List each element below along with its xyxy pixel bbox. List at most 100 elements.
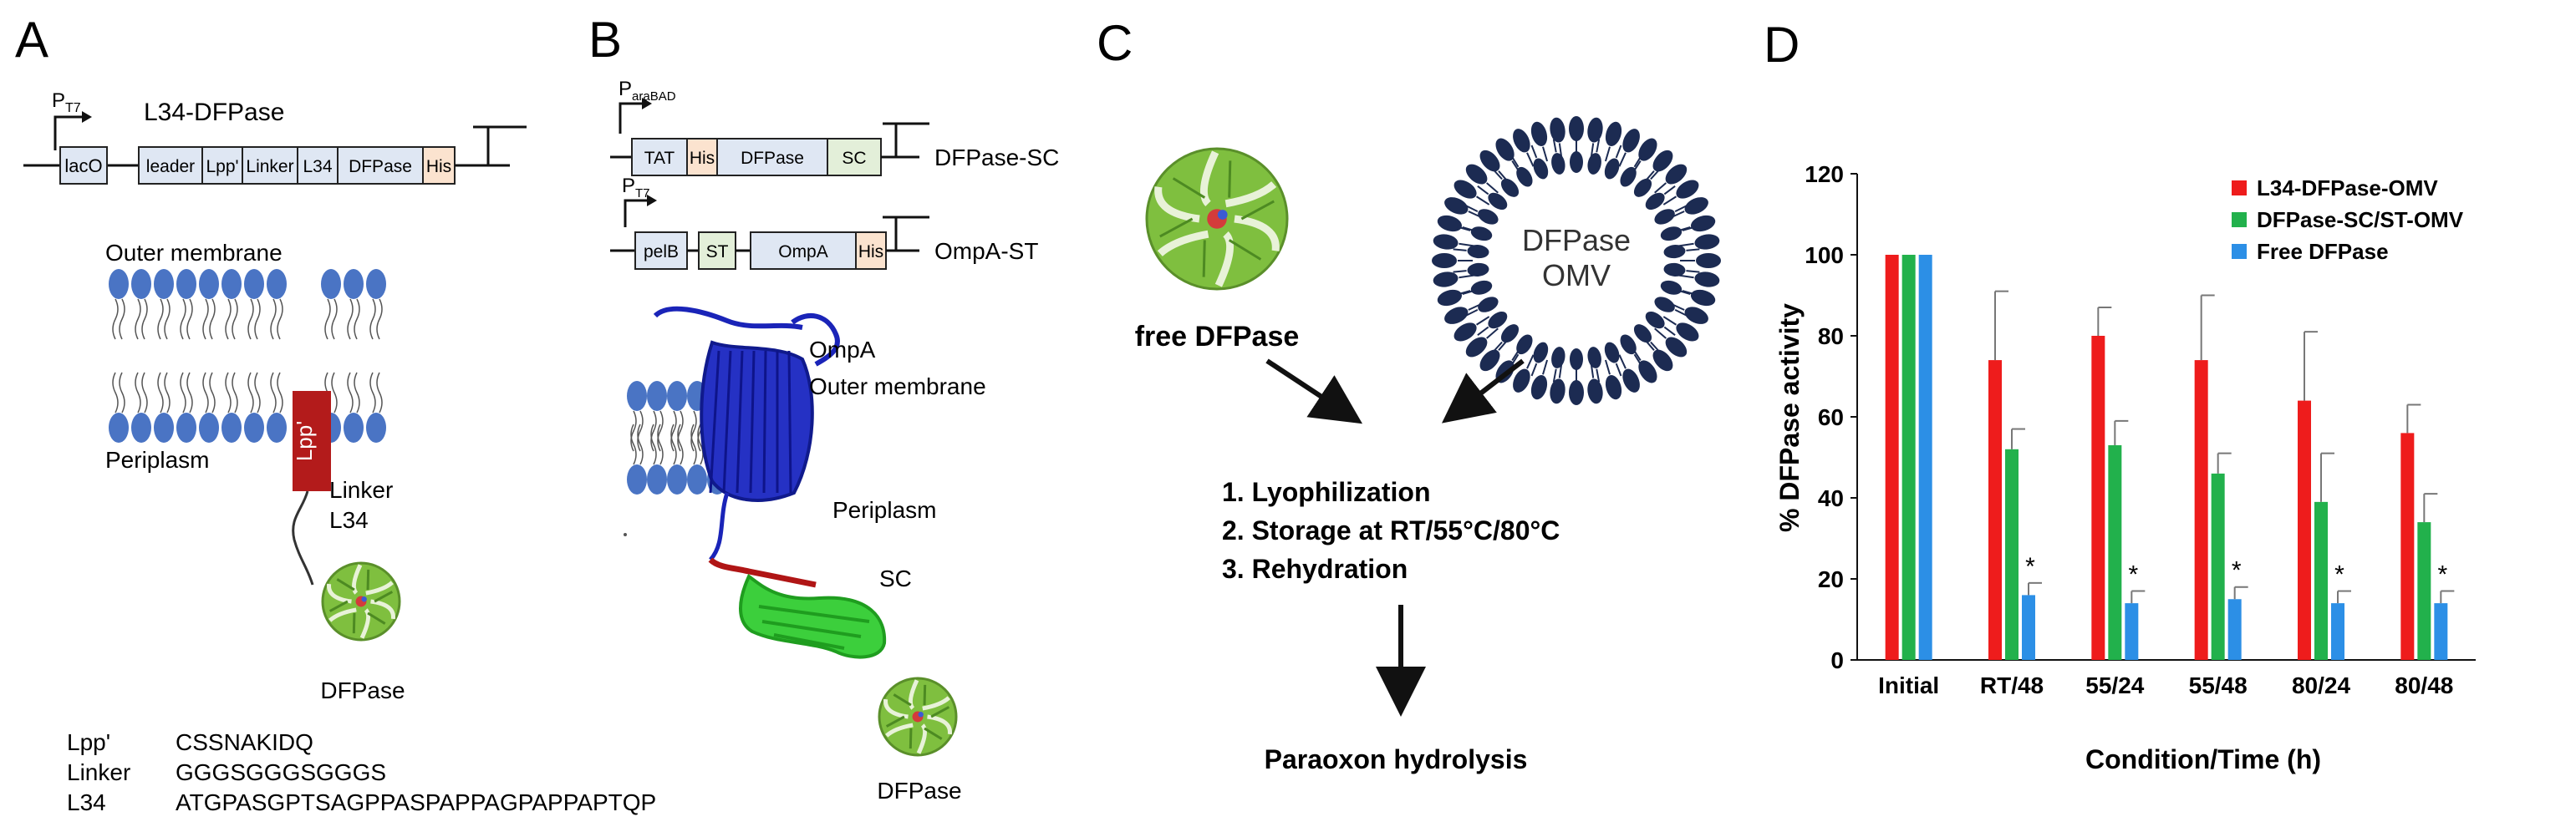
omv-lipid-head bbox=[1530, 121, 1548, 147]
legend-swatch bbox=[2232, 244, 2247, 259]
omv-text-line1: DFPase bbox=[1522, 223, 1631, 257]
omv-lipid-head bbox=[1533, 342, 1549, 363]
linker-tether bbox=[292, 490, 314, 586]
omv-lipid-tail bbox=[1596, 139, 1601, 153]
omv-lipid-tail bbox=[1526, 354, 1535, 369]
lipid-tail bbox=[347, 372, 360, 414]
omv-lipid-head bbox=[1638, 138, 1657, 161]
segment-his-label: His bbox=[858, 242, 883, 261]
bar bbox=[1918, 255, 1932, 660]
omv-lipid-tail bbox=[1526, 152, 1535, 167]
terminator-icon bbox=[883, 216, 929, 251]
omv-lipid-tail bbox=[1492, 341, 1503, 353]
periplasm-label: Periplasm bbox=[105, 447, 209, 473]
protein-strand bbox=[1228, 239, 1262, 261]
segment-dfpase-label: DFPase bbox=[741, 149, 804, 168]
segment-lpp-label: Lpp' bbox=[206, 157, 238, 176]
omv-lipid-tail bbox=[1674, 308, 1688, 317]
protein-strand bbox=[1159, 217, 1194, 238]
barrel-strand bbox=[709, 350, 720, 494]
bar bbox=[1901, 255, 1916, 660]
lipid-head bbox=[321, 269, 341, 299]
x-tick-label: 80/24 bbox=[2292, 672, 2350, 698]
omv-lipid-tail bbox=[1618, 354, 1627, 369]
lipid-tail bbox=[650, 410, 664, 452]
lipid-head bbox=[244, 413, 264, 443]
lipid-head bbox=[244, 269, 264, 299]
lipid-tail bbox=[157, 298, 171, 340]
omv-lipid-head bbox=[1478, 297, 1499, 312]
omv-lipid-tail bbox=[1457, 290, 1471, 296]
omv-lipid-tail bbox=[1465, 205, 1479, 213]
omv-lipid-head bbox=[1433, 271, 1459, 287]
promoter-arrow-icon bbox=[624, 199, 649, 227]
x-tick-label: 80/48 bbox=[2395, 672, 2453, 698]
x-tick-label: Initial bbox=[1878, 672, 1939, 698]
segment-linker-label: Linker bbox=[246, 157, 293, 176]
lipid-head bbox=[667, 381, 687, 411]
omv-lipid-head bbox=[1694, 271, 1720, 287]
segment-leader-label: leader bbox=[146, 157, 195, 176]
omv-lipid-head bbox=[1488, 192, 1508, 210]
protein-blade bbox=[908, 679, 919, 710]
significance-marker: * bbox=[2334, 561, 2344, 589]
sc-domain-icon bbox=[739, 573, 887, 659]
sc-label: SC bbox=[879, 566, 912, 591]
lipid-tail bbox=[690, 424, 704, 465]
omv-lipid-head bbox=[1432, 253, 1457, 268]
omv-lipid-tail bbox=[1477, 185, 1489, 195]
y-axis-label: % DFPase activity bbox=[1774, 303, 1805, 532]
segment-his bbox=[686, 138, 718, 176]
bar bbox=[2227, 599, 2242, 660]
segment-laco-label: lacO bbox=[64, 155, 102, 176]
panel-a: A PT7 L34-DFPase lacO leader Lpp' Linker… bbox=[15, 12, 656, 815]
bar bbox=[2298, 400, 2311, 660]
seq-name-lpp: Lpp' bbox=[67, 729, 110, 755]
protein-blade bbox=[365, 581, 394, 596]
significance-marker: * bbox=[2437, 561, 2447, 589]
omv-lipid-tail bbox=[1510, 353, 1520, 367]
omv-lipid-head bbox=[1444, 307, 1469, 324]
omv-lipid-head bbox=[1660, 226, 1683, 241]
protein-strand bbox=[909, 728, 913, 749]
y-tick-label: 0 bbox=[1830, 647, 1844, 673]
omv-lipid-tail bbox=[1552, 139, 1557, 153]
omv-lipid-head bbox=[1495, 138, 1515, 161]
lipid-tail bbox=[369, 298, 383, 340]
omv-lipid-head bbox=[1467, 245, 1489, 259]
seq-name-linker: Linker bbox=[67, 759, 130, 785]
terminator-icon bbox=[473, 125, 527, 165]
legend-label: L34-DFPase-OMV bbox=[2257, 175, 2438, 200]
lipid-tail bbox=[630, 424, 644, 465]
construct-body bbox=[138, 146, 424, 185]
dfpase-label: DFPase bbox=[320, 677, 405, 703]
protein-blade bbox=[1234, 215, 1280, 251]
omv-lipid-head bbox=[1633, 324, 1652, 343]
result-label: Paraoxon hydrolysis bbox=[1265, 744, 1528, 774]
bar bbox=[2434, 603, 2448, 660]
lipid-tail bbox=[670, 424, 684, 465]
omv-lipid-head bbox=[1569, 116, 1584, 141]
lipid-head bbox=[176, 413, 196, 443]
omv-lipid-tail bbox=[1477, 326, 1489, 336]
omv-lipid-tail bbox=[1604, 359, 1611, 375]
protein-strand bbox=[336, 578, 355, 591]
omv-lipid-tail bbox=[1486, 182, 1499, 194]
omv-lipid-tail bbox=[1492, 168, 1503, 180]
promoter-arrow-icon bbox=[53, 115, 84, 150]
lipid-tail bbox=[270, 298, 283, 340]
seq-l34: ATGPASGPTSAGPPASPAPPAGPAPPAPTQP bbox=[176, 789, 656, 815]
omv-lipid-head bbox=[1696, 253, 1721, 268]
omv-lipid-head bbox=[1652, 349, 1673, 372]
seq-lpp: CSSNAKIDQ bbox=[176, 729, 313, 755]
segment-pelb-label: pelB bbox=[644, 242, 679, 261]
seq-name-l34: L34 bbox=[67, 789, 106, 815]
segment-l34-label: L34 bbox=[303, 157, 332, 176]
omv-lipid-head bbox=[1478, 209, 1499, 225]
omv-lipid-tail bbox=[1633, 155, 1642, 168]
active-site bbox=[361, 596, 367, 602]
barrel-strand bbox=[762, 350, 767, 494]
omv-lipid-head bbox=[1684, 307, 1708, 324]
y-tick-label: 100 bbox=[1805, 242, 1844, 268]
bar bbox=[2331, 603, 2344, 660]
